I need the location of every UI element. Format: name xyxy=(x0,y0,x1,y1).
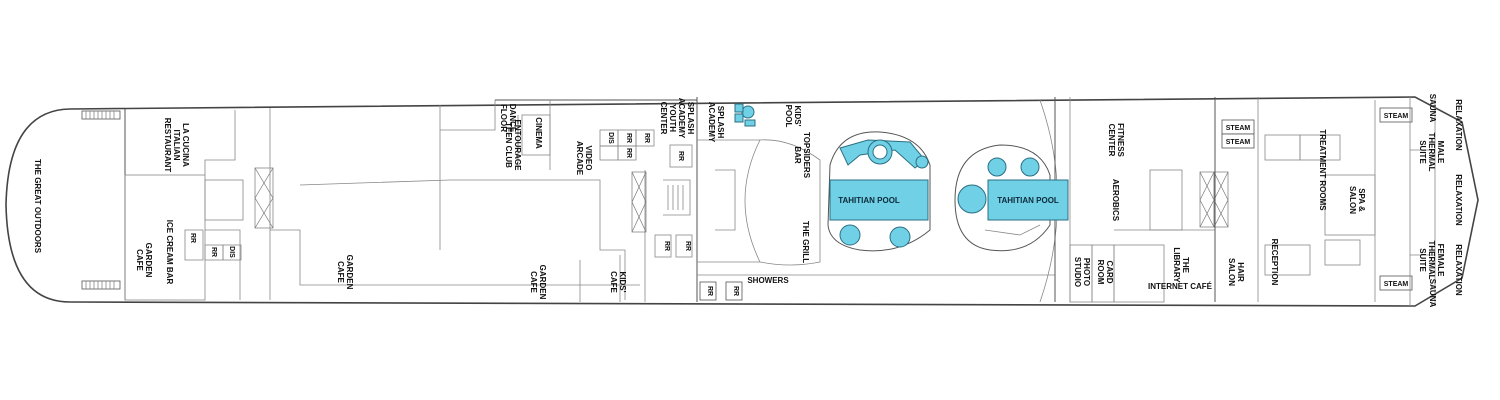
rr-label: RR xyxy=(663,241,670,251)
library-b-label: LIBRARY xyxy=(1172,247,1181,283)
photo-studio-b-label: STUDIO xyxy=(1073,257,1082,287)
garden-cafe-2b-label: CAFE xyxy=(336,261,345,283)
dance-floor-label: DANCE xyxy=(508,104,517,133)
male-suite-c-label: SUITE xyxy=(1418,140,1427,164)
dis-label: DIS xyxy=(228,246,235,258)
splash-academy2-label: SPLASH xyxy=(716,106,725,139)
garden-cafe-1b-label: CAFE xyxy=(135,249,144,271)
rr-label: RR xyxy=(684,241,691,251)
sauna-2-label: SAUNA xyxy=(1428,279,1437,308)
kids-cafe-label: KIDS' xyxy=(618,271,627,292)
italian-label: ITALIAN xyxy=(172,130,181,161)
steam-3-label: STEAM xyxy=(1384,113,1409,120)
photo-studio-label: PHOTO xyxy=(1082,258,1091,286)
male-suite-label: MALE xyxy=(1436,141,1445,164)
female-suite-c-label: SUITE xyxy=(1418,248,1427,272)
steam-4-label: STEAM xyxy=(1384,281,1409,288)
entourage-b-label: TEEN CLUB xyxy=(504,122,513,168)
tahitian-pool-1 xyxy=(827,131,931,252)
rr-label: RR xyxy=(189,233,196,243)
garden-cafe-3-label: GARDEN xyxy=(538,265,547,300)
aft-stair-bottom-icon xyxy=(81,280,121,290)
male-suite-b-label: THERMAL xyxy=(1427,132,1436,171)
card-room-label: CARD xyxy=(1105,260,1114,283)
splash-academy-b-label: ACADEMY xyxy=(677,98,686,139)
ship-hull xyxy=(5,96,1479,307)
entourage-label: ENTOURAGE xyxy=(513,120,522,172)
rr-label: RR xyxy=(210,247,217,257)
female-suite-b-label: THERMAL xyxy=(1427,240,1436,279)
showers-label: SHOWERS xyxy=(747,276,789,285)
relaxation-1-label: RELAXATION xyxy=(1454,99,1463,151)
tahitian-pool-2-label: TAHITIAN POOL xyxy=(997,196,1059,205)
spa-salon-b-label: SALON xyxy=(1348,186,1357,214)
rr-label: RR xyxy=(732,286,739,296)
dance-floor-b-label: FLOOR xyxy=(499,104,508,132)
relaxation-3-label: RELAXATION xyxy=(1454,244,1463,296)
kids-pool-icon xyxy=(734,103,756,127)
hair-salon-label: HAIR xyxy=(1236,262,1245,282)
kids-pool-label: KIDS' xyxy=(793,105,802,126)
splash-academy2-b-label: ACADEMY xyxy=(707,102,716,143)
garden-cafe-2-label: GARDEN xyxy=(345,255,354,290)
aft-walls xyxy=(124,100,691,302)
forward-walls xyxy=(1069,97,1436,306)
great-outdoors-label: THE GREAT OUTDOORS xyxy=(33,159,42,254)
la-cucina-label: LA CUCINA xyxy=(181,123,190,167)
steam-1-label: STEAM xyxy=(1226,125,1251,132)
rr-label: RR xyxy=(677,151,684,161)
garden-cafe-1-label: GARDEN xyxy=(144,243,153,278)
treatment-rooms-label: TREATMENT ROOMS xyxy=(1318,129,1327,211)
reception-label: RECEPTION xyxy=(1270,239,1279,286)
splash-academy-label: SPLASH xyxy=(686,102,695,135)
kids-cafe-b-label: CAFE xyxy=(609,271,618,293)
spa-salon-label: SPA & xyxy=(1357,188,1366,212)
card-room-b-label: ROOM xyxy=(1096,260,1105,285)
relaxation-2-label: RELAXATION xyxy=(1454,174,1463,226)
aerobics-label: AEROBICS xyxy=(1111,179,1120,222)
rr-label: RR xyxy=(643,133,650,143)
rr-label: RR xyxy=(625,133,632,143)
fitness-center-label: FITNESS xyxy=(1116,123,1125,157)
rr-label: RR xyxy=(706,286,713,296)
ice-cream-bar-label: ICE CREAM BAR xyxy=(165,220,174,285)
youth-area-walls xyxy=(495,97,698,302)
internet-cafe-label: INTERNET CAFÉ xyxy=(1148,282,1213,291)
cinema-label: CINEMA xyxy=(534,117,543,149)
restaurant-label: RESTAURANT xyxy=(163,118,172,173)
the-grill-label: THE GRILL xyxy=(801,221,810,263)
topsiders-b-label: BAR xyxy=(793,146,802,164)
garden-cafe-3b-label: CAFE xyxy=(529,271,538,293)
library-label: THE xyxy=(1181,257,1190,274)
female-suite-label: FEMALE xyxy=(1436,244,1445,278)
steam-2-label: STEAM xyxy=(1226,139,1251,146)
splash-academy-d-label: CENTER xyxy=(659,102,668,135)
splash-academy-c-label: YOUTH xyxy=(668,104,677,132)
kids-pool-b-label: POOL xyxy=(784,105,793,128)
hair-salon-b-label: SALON xyxy=(1227,258,1236,286)
aft-stair-top-icon xyxy=(81,110,121,120)
tahitian-pool-2 xyxy=(954,144,1069,252)
sauna-1-label: SAUNA xyxy=(1428,94,1437,123)
video-arcade-label: VIDEO xyxy=(584,146,593,171)
rr-label: RR xyxy=(625,148,632,158)
topsiders-label: TOPSIDERS xyxy=(802,132,811,179)
video-arcade-b-label: ARCADE xyxy=(575,141,584,176)
fitness-center-b-label: CENTER xyxy=(1107,124,1116,157)
tahitian-pool-1-label: TAHITIAN POOL xyxy=(838,196,900,205)
dis-label: DIS xyxy=(607,132,614,144)
